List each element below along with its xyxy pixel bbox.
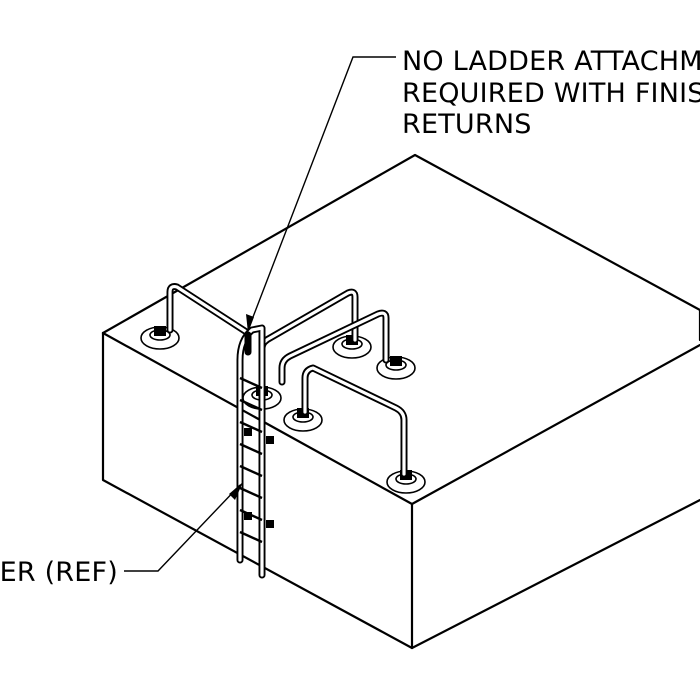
top-note-line-3: RETURNS [402,109,532,140]
roof-block [101,153,700,650]
top-note-line-1: NO LADDER ATTACHMENT [402,46,700,77]
top-note-line-2: REQUIRED WITH FINISHED [402,78,700,109]
ladder-ref-note: LADDER (REF) [0,557,118,588]
block-top-face [101,153,700,342]
top-callout: NO LADDER ATTACHMENT REQUIRED WITH FINIS… [402,46,700,140]
guard-rails [166,283,408,478]
base-plate-5 [376,356,416,380]
top-leader-arrow [246,314,254,333]
ladder-leader-line [124,484,241,572]
block-left-face [101,331,414,650]
ladder-leader-arrow [229,482,243,500]
ladder-standoffs [244,428,274,528]
base-plate-1 [140,326,180,350]
top-leader-line [247,56,396,331]
leader-lines [124,56,396,572]
ladder [236,324,274,579]
block-right-face [410,498,700,650]
rail-left-loop [166,283,252,337]
rail-front-loop [301,364,408,478]
base-plates [140,326,426,494]
rail-right-loop [278,309,390,386]
